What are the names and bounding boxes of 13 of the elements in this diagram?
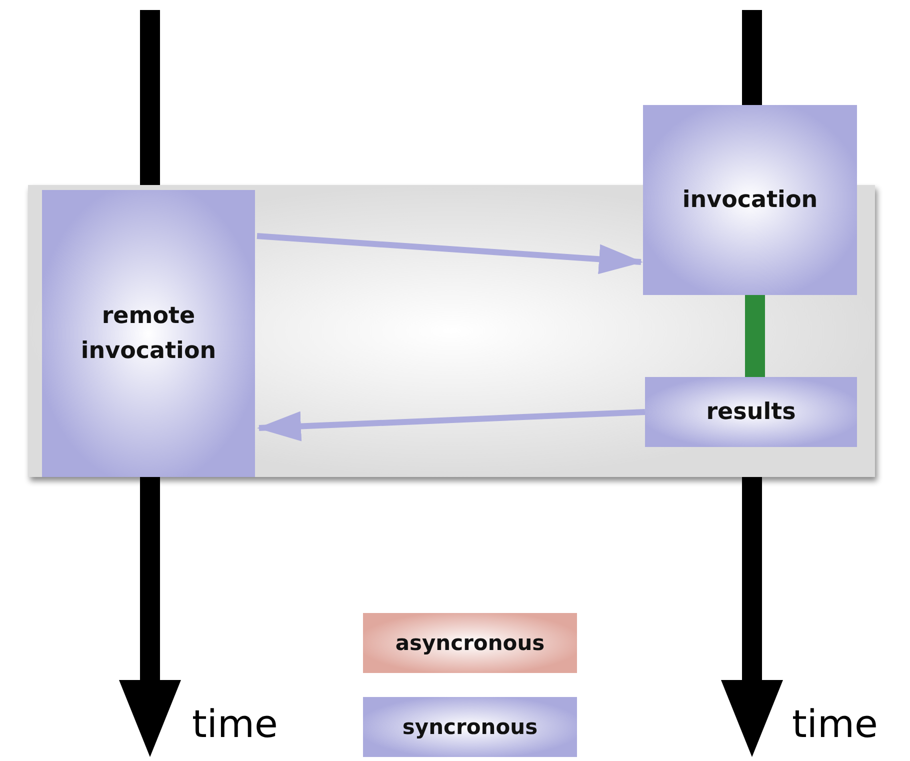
- arrow: [257, 409, 646, 442]
- box-label: remote invocation: [80, 302, 218, 366]
- axis-label: time: [192, 702, 278, 746]
- process-box: [643, 105, 857, 295]
- box-label: results: [706, 398, 796, 427]
- legend-label: asyncronous: [395, 631, 545, 655]
- axis-label: time: [792, 702, 878, 746]
- connector-bar: [745, 295, 765, 377]
- process-box: [645, 377, 857, 447]
- legend-label: syncronous: [402, 715, 538, 739]
- box-label: invocation: [682, 186, 818, 215]
- arrow: [256, 233, 643, 274]
- process-box: [42, 190, 255, 477]
